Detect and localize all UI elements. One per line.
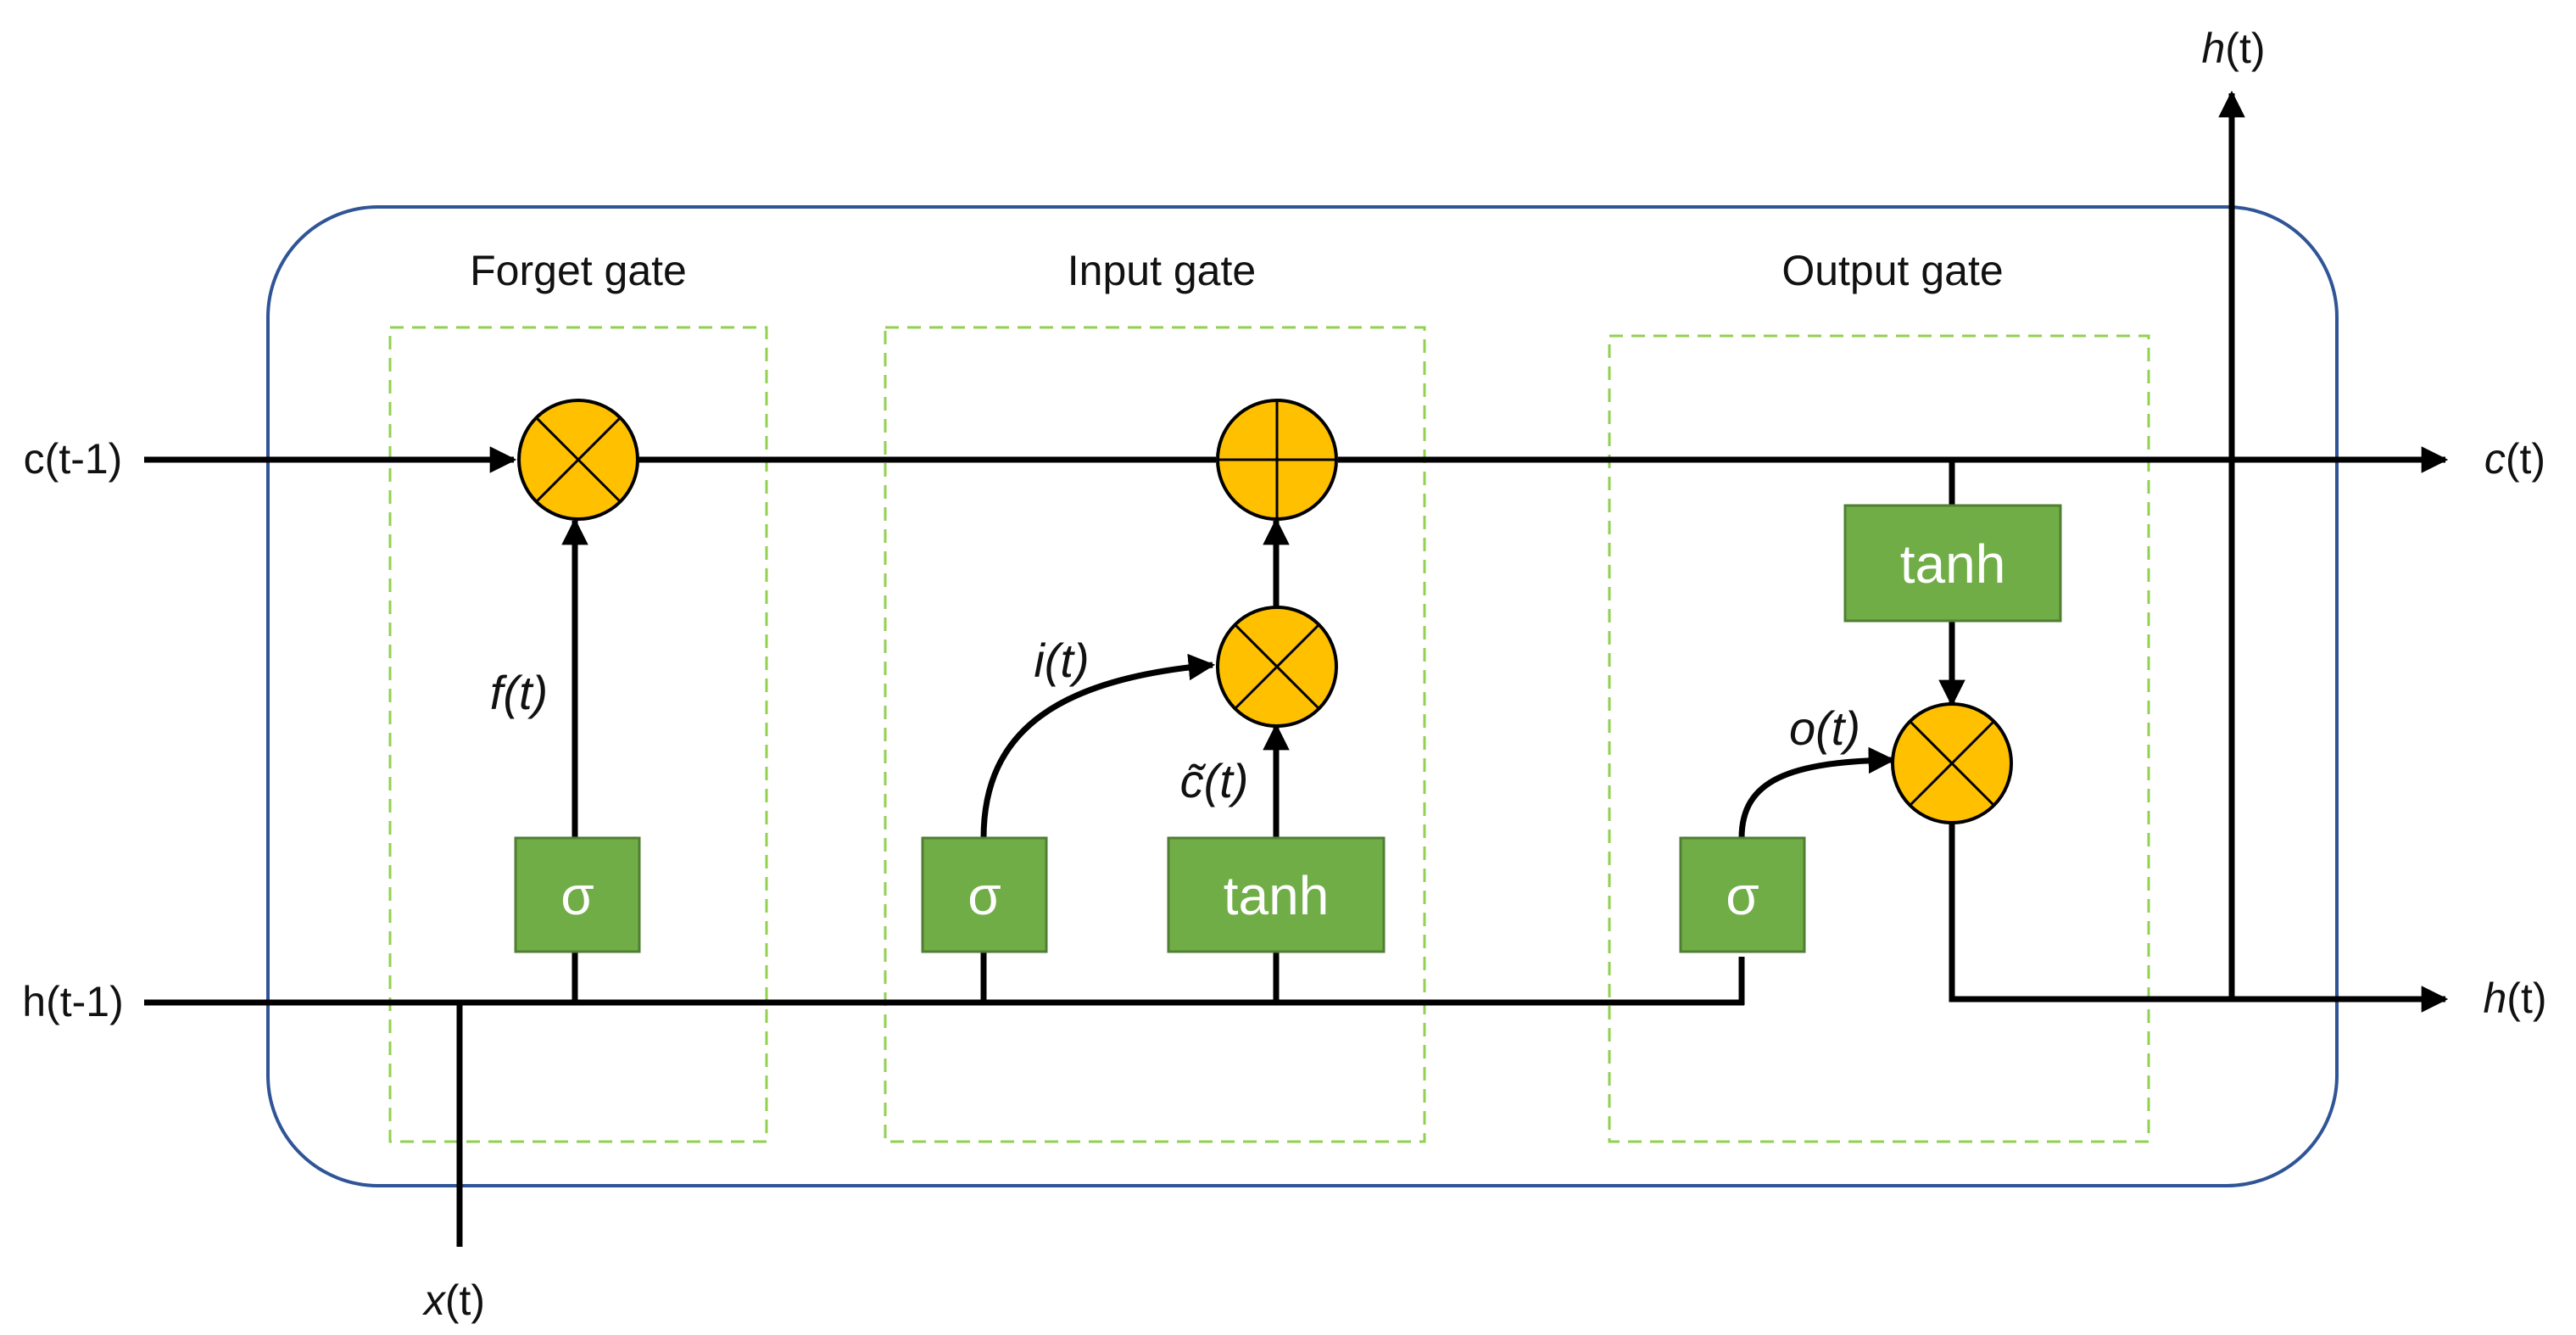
cell-add-operator [1216, 399, 1338, 521]
input-tanh-label: tanh [1224, 865, 1330, 926]
output-tanh-box: tanh [1843, 504, 2062, 623]
output-sigma-label: σ [1726, 865, 1759, 926]
input-signal-curve [980, 653, 1216, 839]
input-gate-title: Input gate [1068, 247, 1256, 294]
output-tanh-label: tanh [1900, 533, 2006, 595]
forget-sigma-box: σ [514, 836, 641, 953]
forget-gate-region [388, 326, 768, 1143]
output-gate-title: Output gate [1781, 247, 2003, 294]
lstm-cell-boundary [266, 205, 2339, 1187]
output-multiply-operator [1891, 702, 2013, 824]
hidden-state-top-output-label: h(t) [2201, 25, 2265, 72]
output-sigma-box: σ [1679, 836, 1806, 953]
input-tanh-box: tanh [1167, 836, 1386, 953]
input-sigma-label: σ [967, 865, 1001, 926]
forget-signal-label: f(t) [490, 666, 548, 719]
input-sigma-box: σ [921, 836, 1048, 953]
output-signal-label: o(t) [1789, 701, 1860, 755]
input-multiply-operator [1216, 606, 1338, 728]
x-input-label: x(t) [422, 1276, 485, 1324]
output-signal-curve [1738, 746, 1896, 839]
hidden-state-prev-label: h(t-1) [22, 978, 123, 1025]
hidden-output-line [1949, 819, 2449, 1013]
cell-state-output-label: c(t) [2484, 435, 2545, 483]
forget-gate-title: Forget gate [470, 247, 687, 294]
input-signal-label: i(t) [1034, 634, 1089, 687]
hidden-state-output-label: h(t) [2483, 975, 2546, 1022]
forget-multiply-operator [517, 399, 639, 521]
candidate-signal-label: c̃(t) [1180, 754, 1249, 807]
output-gate-region [1608, 334, 2150, 1143]
forget-sigma-label: σ [560, 865, 594, 926]
input-gate-region [884, 326, 1426, 1143]
cell-state-prev-label: c(t-1) [24, 435, 123, 483]
